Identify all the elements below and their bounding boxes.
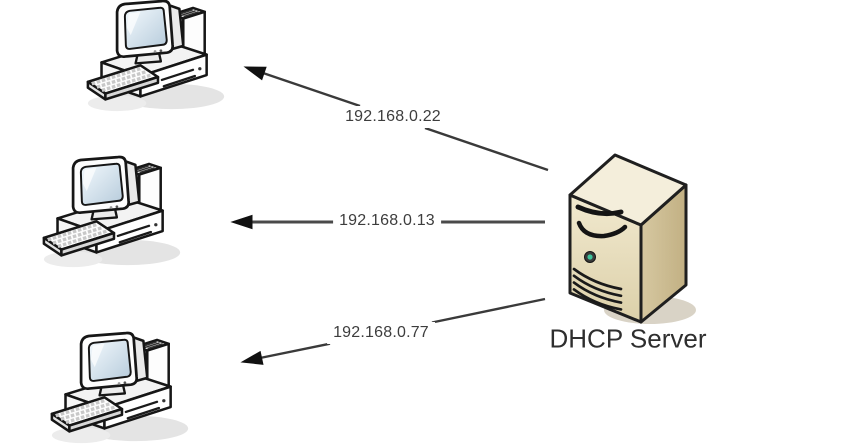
dhcp-server-label: DHCP Server <box>549 323 707 354</box>
client-computer-2 <box>40 154 186 276</box>
dhcp-server <box>558 150 703 330</box>
client-computer-1 <box>84 0 230 120</box>
server-vent-slot <box>576 220 628 239</box>
ip-label-3: 192.168.0.77 <box>327 322 435 344</box>
ip-label-2: 192.168.0.13 <box>333 210 441 232</box>
desktop-computer-icon <box>86 0 226 113</box>
desktop-computer-icon <box>50 331 190 445</box>
server-vents <box>572 267 623 311</box>
server-tower-icon <box>568 153 696 324</box>
server-vent-slot <box>575 204 624 217</box>
desktop-computer-icon <box>42 155 182 269</box>
client-computer-3 <box>48 330 194 446</box>
ip-label-1: 192.168.0.22 <box>339 106 447 128</box>
power-led <box>587 254 593 260</box>
